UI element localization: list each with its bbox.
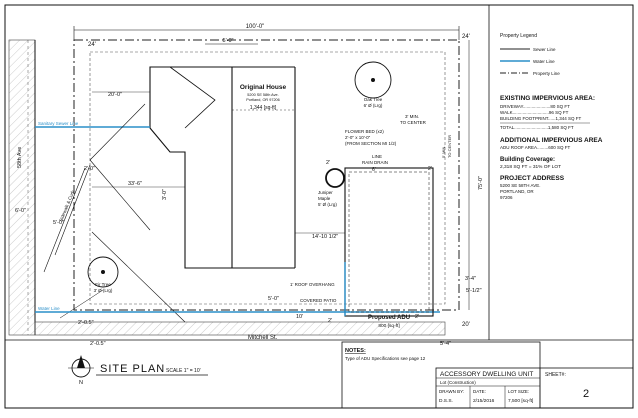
sheet-label: SHEET#:: [545, 372, 566, 378]
fir-label-2: 3' Ø (Lrg): [94, 288, 113, 293]
rain-1: LINE: [372, 154, 382, 159]
flowerbed-1: FLOWER BED (x2): [345, 129, 384, 134]
street-left-label: 58th Ave: [17, 147, 23, 168]
dim-2-0: 2'-0": [84, 166, 95, 172]
dim-5-top: 5'-0": [223, 38, 234, 44]
project-line-1: 5200 SE 58TH AVE.: [500, 183, 540, 188]
dim-2-top-adu: 2': [326, 160, 330, 166]
dim-2-5: 2'-0.5": [90, 341, 106, 347]
juniper-2: Maple: [318, 196, 331, 201]
fir-tree: [87, 256, 119, 288]
dim-20-left: 20'-0": [108, 92, 122, 98]
dim-2-low: 2': [328, 318, 332, 324]
notes-title: NOTES:: [345, 348, 366, 354]
date-value: 2/15/2016: [473, 398, 495, 404]
dim-5-1-2: 5'-1/2": [466, 288, 482, 294]
project-line-2: PORTLAND, OR: [500, 189, 534, 194]
site-plan-title: SITE PLAN: [100, 363, 165, 375]
legend-item-sewer: Sewer Line: [533, 47, 556, 52]
oak-label-2: 6' Ø (Lrg): [364, 103, 383, 108]
dim-20-bottom-right: 20': [462, 322, 470, 328]
dim-2-right-adu: 2': [428, 166, 432, 172]
dim-2-right-bottom: 2': [415, 314, 419, 320]
existing-title: EXISTING IMPERVIOUS AREA:: [500, 95, 595, 102]
water-line-label: Water Line: [38, 306, 60, 311]
right-center-1: 5' MIN.: [441, 145, 446, 158]
street-58th-ave: [8, 39, 36, 336]
flowerbed-2: 2'-0" x 10'-0": [345, 135, 371, 140]
roof-overhang: 1' ROOF OVERHANG: [290, 282, 335, 287]
original-house-outline: [149, 66, 233, 269]
scale-label: SCALE 1" = 10': [166, 368, 201, 374]
lot-value: 7,500 [sq-ft]: [508, 398, 533, 404]
covered-patio: COVERED PATIO: [300, 298, 337, 303]
oak-label-1: Oak Tree: [364, 97, 383, 102]
legend-item-property: Property Line: [533, 71, 560, 76]
house-title: Original House: [240, 84, 287, 91]
additional-row: ADU ROOF AREA.........600 SQ FT: [500, 145, 571, 150]
dim-33: 33'-6": [128, 181, 142, 187]
house-area: 1,344 [sq-ft]: [250, 105, 277, 111]
dim-5-0-left: 5'-0": [53, 220, 64, 226]
sheet-value: 2: [583, 388, 589, 400]
sewer-line-label: Sanitary Sewer Line: [38, 121, 79, 126]
lot-label: LOT SIZE:: [508, 389, 529, 394]
existing-row-1: DRIVEWAY......................80 SQ FT: [500, 104, 570, 109]
date-label: DATE:: [473, 389, 486, 394]
sheet-border: [4, 4, 634, 409]
right-center-2: TO CENTER: [447, 135, 452, 158]
dim-top-width: 100'-0": [246, 24, 265, 30]
dim-14-10: 14'-10 1/2": [312, 234, 338, 240]
street-bottom-label: Mitchell St.: [248, 335, 278, 341]
dim-24-left: 24': [88, 42, 96, 48]
notes-body: Type of ADU Specifications see page 12: [345, 356, 426, 361]
drawn-label: DRAWN BY:: [439, 389, 464, 394]
dim-10: 10': [296, 314, 303, 320]
juniper-1: Juniper: [318, 190, 333, 195]
existing-total: TOTAL...........................1,580 SQ…: [500, 125, 574, 130]
dim-6-0-left: 6'-0": [15, 208, 26, 214]
fir-label-1: Fir Tree: [95, 282, 111, 287]
adu-area: 800 [sq-ft]: [378, 323, 399, 329]
property-line: [73, 39, 460, 311]
dim-6-top-adu: 6': [372, 167, 376, 173]
titleblock-title: ACCESSORY DWELLING UNIT: [440, 371, 533, 378]
legend-item-water: Water Line: [533, 59, 555, 64]
titleblock-sub: Lot (Construction): [440, 380, 476, 385]
setback-line: [89, 51, 446, 305]
sidewalk-label: Sidewalk & Curb: [58, 189, 75, 222]
existing-row-2: WALK.............................96 SQ F…: [500, 110, 569, 115]
proposed-adu-outline: [344, 167, 434, 317]
dim-3-4: 3'-4": [465, 276, 476, 282]
street-mitchell: [34, 321, 446, 336]
legend-title: Property Legend: [500, 33, 537, 39]
dim-5-low: 5'-0": [268, 296, 279, 302]
project-title: PROJECT ADDRESS: [500, 175, 565, 182]
center-2: TO CENTER: [400, 120, 427, 125]
project-line-3: 97206: [500, 195, 513, 200]
juniper-tree: [325, 168, 345, 188]
dim-3-0: 3'-0": [162, 189, 168, 200]
coverage-title: Building Coverage:: [500, 157, 555, 163]
flowerbed-3: (FROM SECTION MI 1/2): [345, 141, 397, 146]
existing-row-3: BUILDING FOOTPRINT......1,344 SQ FT: [500, 116, 582, 121]
dim-5-4: 5'-4": [440, 341, 451, 347]
dim-24-right: 24': [462, 34, 470, 40]
north-label: N: [79, 380, 83, 386]
coverage-value: 2,318 SQ FT = 31% OF LOT: [500, 164, 561, 170]
juniper-3: 5' Ø (Lrg): [318, 202, 337, 207]
house-addr-2: Portland, OR 97206: [246, 98, 280, 102]
rain-2: RAIN DRAIN: [362, 160, 388, 165]
additional-title: ADDITIONAL IMPERVIOUS AREA: [500, 137, 603, 144]
title-block: [435, 367, 634, 409]
adu-title: Proposed ADU: [368, 315, 410, 321]
drawn-value: D.S.S.: [439, 398, 453, 404]
house-addr-1: 5200 SE 58th Ave.: [247, 93, 278, 97]
oak-tree: [354, 61, 392, 99]
center-1: 3' MIN.: [405, 114, 419, 119]
dim-2-5-upper: 2'-0.5": [78, 320, 94, 326]
dim-75-right: 75'-0": [478, 176, 484, 190]
